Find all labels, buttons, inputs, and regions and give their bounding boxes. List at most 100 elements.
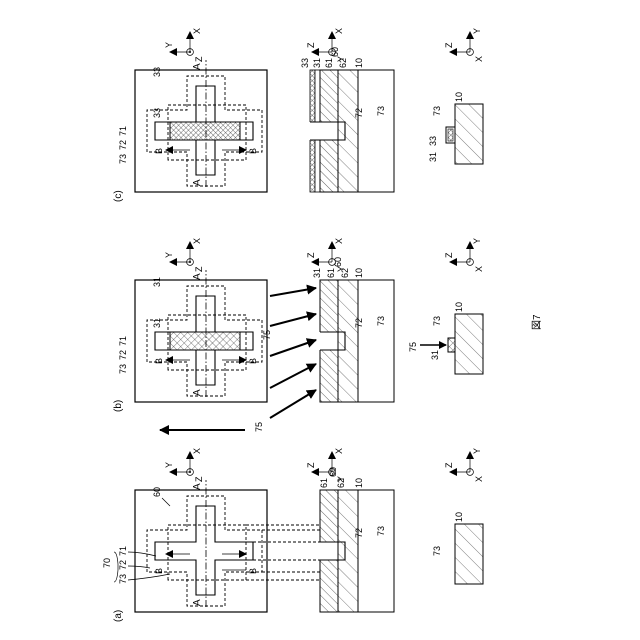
svg-text:Y: Y bbox=[472, 238, 482, 244]
svg-text:A: A bbox=[192, 389, 203, 396]
svg-text:Z: Z bbox=[444, 252, 454, 258]
svg-text:A: A bbox=[192, 179, 203, 186]
panel-a-plan-view: A A B B 70 73 72 71 60 bbox=[102, 448, 267, 612]
svg-text:33: 33 bbox=[300, 58, 310, 68]
svg-text:B: B bbox=[154, 148, 164, 154]
panel-a-label: (a) bbox=[113, 610, 124, 622]
svg-text:75: 75 bbox=[408, 342, 418, 352]
layer-60-label: 60 bbox=[152, 487, 162, 497]
svg-text:Z: Z bbox=[194, 476, 204, 482]
section-b-top: B bbox=[154, 568, 164, 574]
svg-text:73: 73 bbox=[376, 526, 386, 536]
svg-text:71: 71 bbox=[118, 126, 128, 136]
svg-text:X: X bbox=[192, 238, 202, 244]
svg-text:72: 72 bbox=[354, 318, 364, 328]
svg-text:33: 33 bbox=[152, 67, 162, 77]
panel-c-label: (c) bbox=[113, 190, 124, 202]
beam-arrows-75 bbox=[270, 288, 316, 418]
svg-text:72: 72 bbox=[354, 528, 364, 538]
svg-text:X: X bbox=[192, 28, 202, 34]
svg-text:10: 10 bbox=[354, 268, 364, 278]
svg-text:X: X bbox=[334, 238, 344, 244]
mask-31-bb bbox=[448, 338, 455, 352]
svg-text:73: 73 bbox=[376, 106, 386, 116]
svg-text:10: 10 bbox=[454, 92, 464, 102]
svg-text:Z: Z bbox=[306, 42, 316, 48]
svg-text:31: 31 bbox=[152, 277, 162, 287]
mask-31-region bbox=[170, 332, 240, 350]
figure-caption: 図7 bbox=[531, 314, 543, 330]
svg-text:10: 10 bbox=[454, 512, 464, 522]
svg-text:A: A bbox=[192, 273, 203, 280]
svg-text:Y: Y bbox=[472, 448, 482, 454]
svg-text:33: 33 bbox=[152, 108, 162, 118]
svg-text:X: X bbox=[474, 266, 484, 272]
axes-section-b: Z Y X bbox=[444, 448, 484, 482]
substrate-10 bbox=[455, 524, 483, 584]
label-73: 73 bbox=[118, 574, 128, 584]
axes-section-a: Z X Y bbox=[306, 448, 346, 482]
svg-text:61: 61 bbox=[326, 268, 336, 278]
svg-text:Z: Z bbox=[194, 266, 204, 272]
panel-b-label: (b) bbox=[113, 400, 124, 412]
svg-text:Y: Y bbox=[472, 28, 482, 34]
panel-a-section-bb: 10 73 Z Y X bbox=[432, 448, 484, 584]
svg-text:72: 72 bbox=[118, 140, 128, 150]
panel-b: (b) B B A A 73 72 71 31 31 75 bbox=[113, 238, 484, 432]
axes-section-b2: Z X Y bbox=[306, 238, 346, 272]
panel-c-section-bb: 10 73 33 31 Z Y X bbox=[428, 28, 484, 164]
svg-text:Z: Z bbox=[444, 462, 454, 468]
panel-a-section-aa: 61 62 60 10 72 73 Z X Y bbox=[246, 448, 394, 612]
svg-text:Y: Y bbox=[164, 42, 174, 48]
svg-text:73: 73 bbox=[432, 546, 442, 556]
panel-c: (c) B B A A 73 72 71 33 33 bbox=[113, 28, 484, 202]
svg-text:75: 75 bbox=[262, 330, 272, 340]
svg-text:61: 61 bbox=[324, 58, 334, 68]
svg-text:72: 72 bbox=[118, 350, 128, 360]
svg-text:31: 31 bbox=[152, 318, 162, 328]
svg-text:73: 73 bbox=[432, 106, 442, 116]
svg-text:B: B bbox=[154, 358, 164, 364]
svg-text:73: 73 bbox=[376, 316, 386, 326]
panel-a: (a) A A B B 70 bbox=[102, 448, 484, 622]
svg-text:31: 31 bbox=[312, 268, 322, 278]
label-72: 72 bbox=[118, 560, 128, 570]
svg-text:60: 60 bbox=[333, 257, 343, 267]
svg-text:A: A bbox=[192, 63, 203, 70]
layer-62-substrate-10 bbox=[338, 490, 358, 612]
svg-text:X: X bbox=[474, 56, 484, 62]
panel-b-section-aa: 31 61 62 60 10 75 72 73 Z X Y bbox=[262, 238, 394, 418]
fill-33-region bbox=[170, 122, 240, 140]
svg-text:31: 31 bbox=[430, 350, 440, 360]
rotated-figure: (a) A A B B 70 bbox=[102, 28, 543, 622]
svg-text:Z: Z bbox=[306, 252, 316, 258]
svg-text:10: 10 bbox=[354, 58, 364, 68]
section-b-bottom: B bbox=[248, 568, 258, 574]
svg-text:Y: Y bbox=[164, 462, 174, 468]
layer-33-bb bbox=[448, 129, 453, 141]
svg-text:Z: Z bbox=[306, 462, 316, 468]
svg-text:73: 73 bbox=[432, 316, 442, 326]
svg-text:Y: Y bbox=[336, 476, 346, 482]
group-70-label: 70 bbox=[102, 558, 112, 568]
svg-text:73: 73 bbox=[118, 364, 128, 374]
svg-text:73: 73 bbox=[118, 154, 128, 164]
svg-text:X: X bbox=[192, 448, 202, 454]
svg-text:Z: Z bbox=[444, 42, 454, 48]
svg-text:31: 31 bbox=[312, 58, 322, 68]
svg-text:X: X bbox=[474, 476, 484, 482]
label-71: 71 bbox=[118, 546, 128, 556]
section-a-left: A bbox=[192, 599, 203, 606]
svg-text:Y: Y bbox=[164, 252, 174, 258]
svg-text:61: 61 bbox=[319, 478, 329, 488]
svg-text:B: B bbox=[248, 148, 258, 154]
axes-plan-b: Y X Z bbox=[164, 238, 204, 272]
svg-text:71: 71 bbox=[118, 336, 128, 346]
svg-text:10: 10 bbox=[454, 302, 464, 312]
substrate-10-lower bbox=[358, 490, 394, 612]
panel-c-section-aa: 33 31 61 62 60 10 72 73 Z X Y bbox=[300, 28, 394, 192]
svg-text:Y: Y bbox=[336, 266, 346, 272]
panel-b-plan-view: B B A A 73 72 71 31 31 75 Y X Z bbox=[118, 238, 267, 432]
